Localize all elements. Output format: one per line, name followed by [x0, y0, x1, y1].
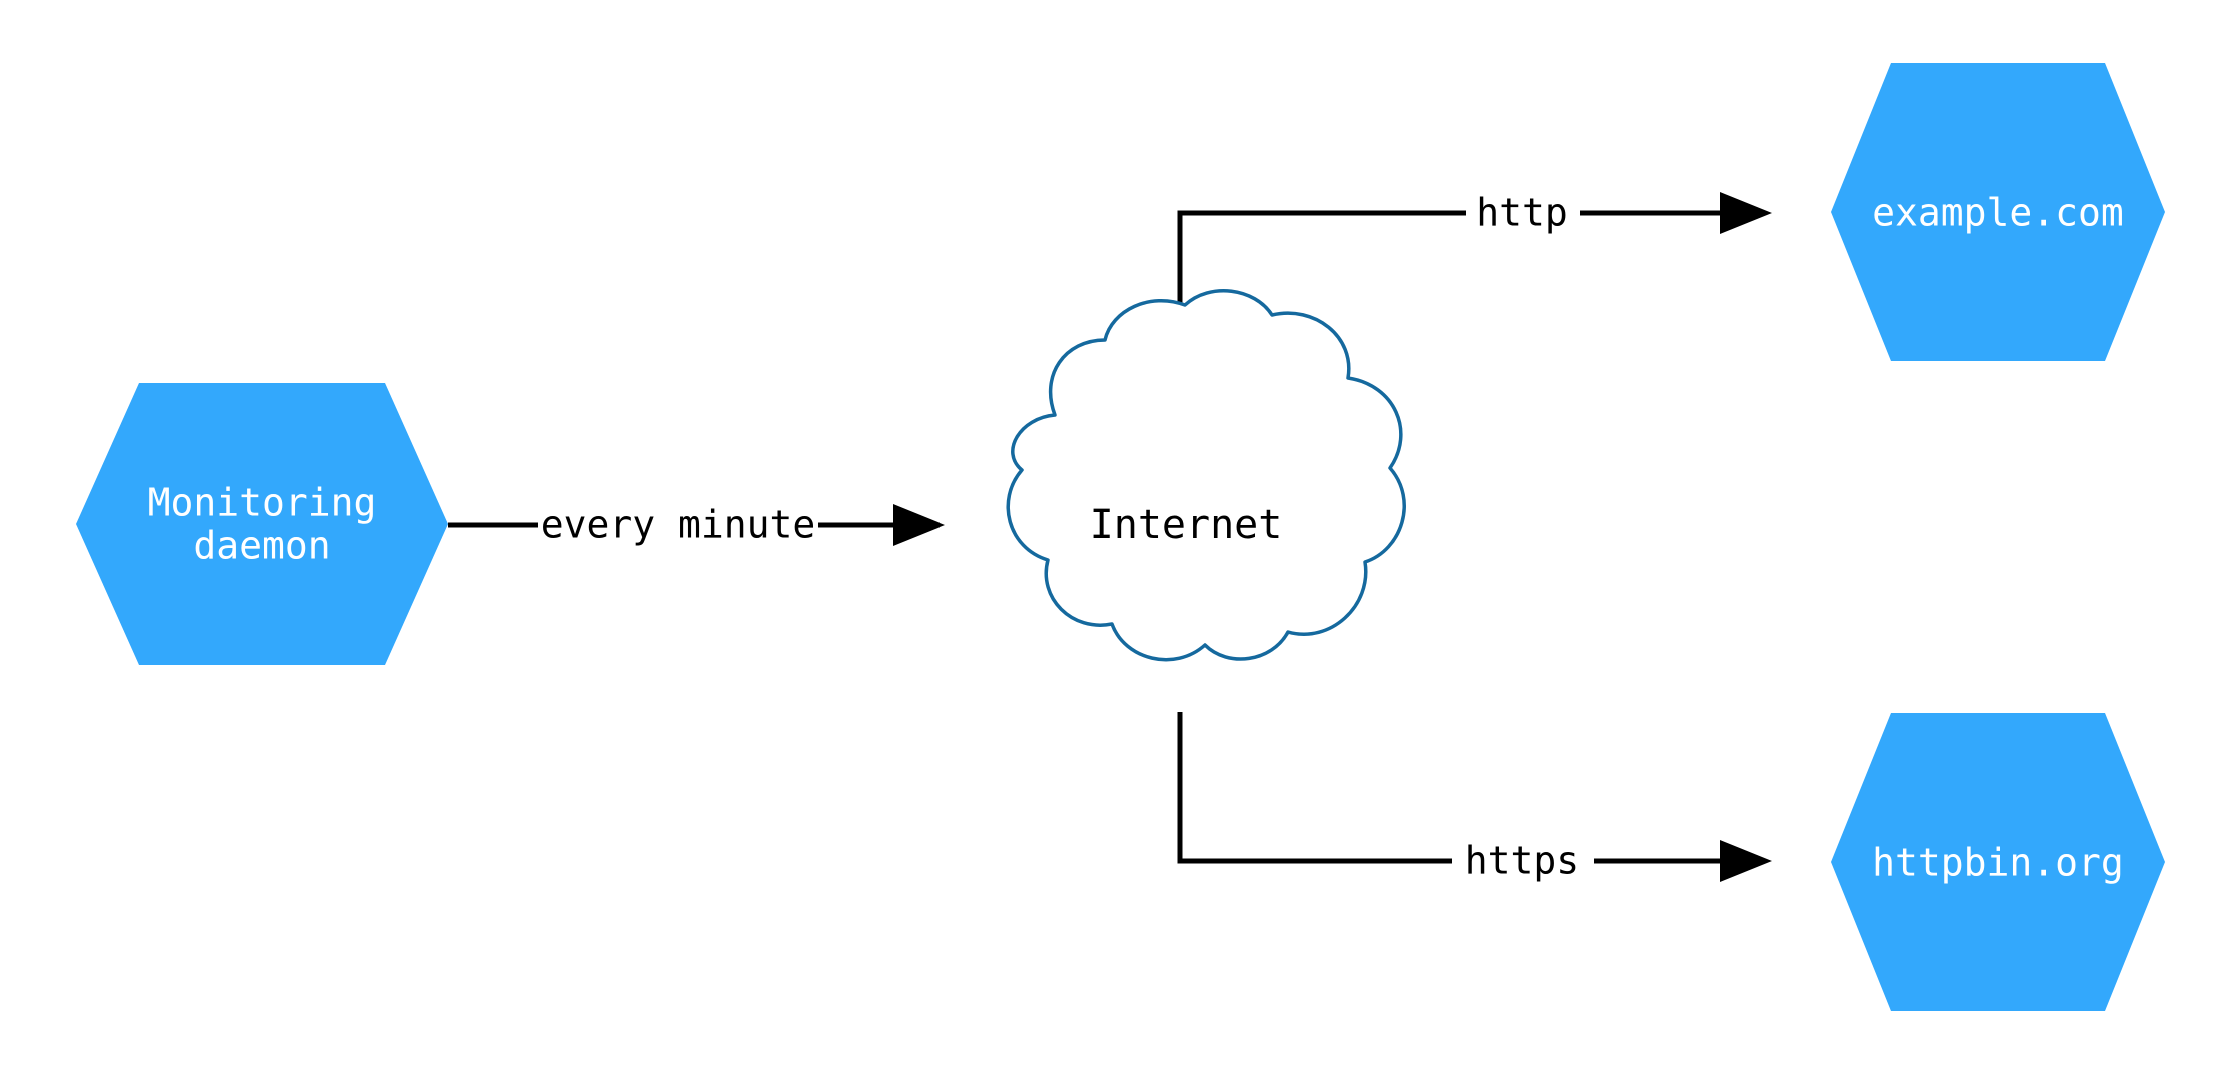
edge-label-http: http — [1476, 191, 1568, 235]
edge-internet-to-httpbin[interactable]: https — [1177, 712, 1772, 890]
hexagon-shape-httpbin-org — [1831, 713, 2165, 1011]
node-label-internet: Internet — [1090, 502, 1283, 548]
edge-label-backdrop-https — [1452, 832, 1594, 890]
edge-label-every-minute: every minute — [541, 503, 816, 547]
edge-label-backdrop-http — [1466, 184, 1580, 242]
node-label-monitoring-daemon-line1: Monitoring — [148, 481, 377, 525]
node-label-example-com: example.com — [1872, 191, 2124, 235]
node-example-com[interactable]: example.com — [1831, 63, 2165, 361]
hexagon-shape-example-com — [1831, 63, 2165, 361]
edge-daemon-to-internet[interactable]: every minute — [448, 496, 945, 554]
edge-internet-to-example[interactable]: http — [1177, 184, 1772, 330]
node-label-monitoring-daemon-line2: daemon — [193, 524, 330, 568]
cloud-shape-internet — [1006, 289, 1406, 662]
hexagon-shape-monitoring-daemon — [76, 383, 448, 665]
node-label-httpbin-org: httpbin.org — [1872, 841, 2124, 885]
edge-label-https: https — [1465, 839, 1579, 883]
arrowhead-into-httpbin — [1720, 840, 1772, 882]
edge-label-backdrop-every-minute — [538, 496, 818, 554]
node-httpbin-org[interactable]: httpbin.org — [1831, 713, 2165, 1011]
node-monitoring-daemon[interactable]: Monitoring daemon — [76, 383, 448, 665]
node-internet-cloud[interactable]: Internet — [1006, 289, 1406, 662]
arrowhead-into-internet — [893, 504, 945, 546]
arrowhead-into-example — [1720, 192, 1772, 234]
